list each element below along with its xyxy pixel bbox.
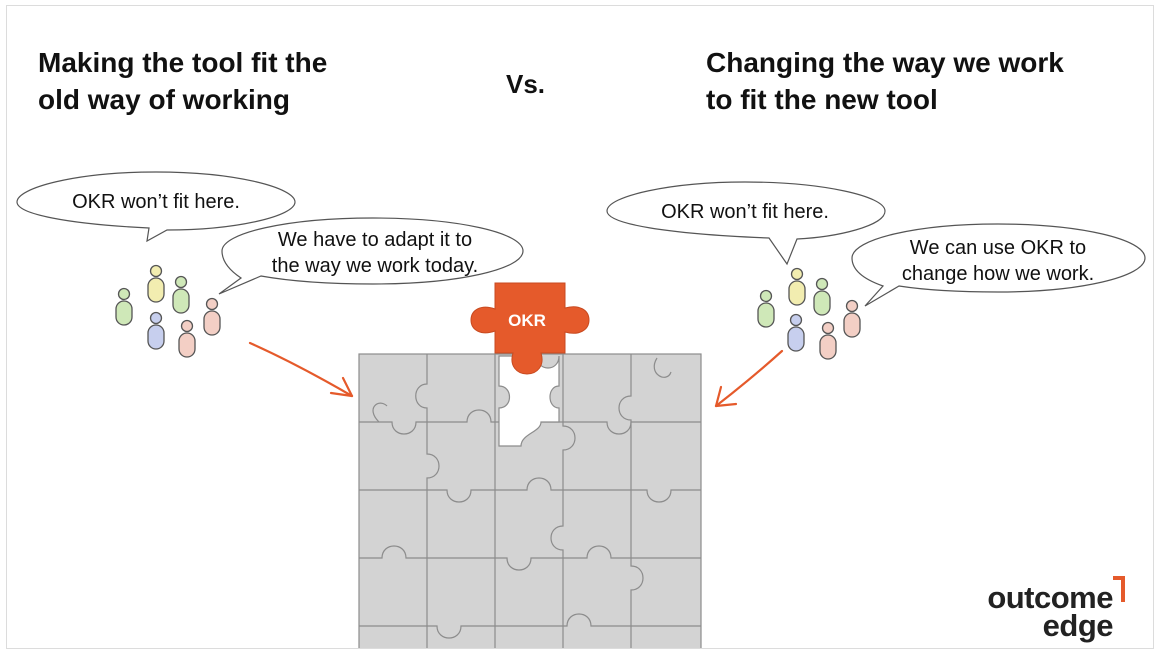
left-people-group (115, 264, 221, 358)
vs-label: Vs. (506, 69, 546, 99)
right-bubble-1: OKR won’t fit here. (606, 181, 886, 266)
okr-puzzle-piece: OKR (470, 282, 590, 375)
outcome-edge-logo: outcome edge (987, 576, 1125, 643)
diagram-art: OKR won’t fit here. We have to adapt it … (16, 171, 1146, 648)
logo-line2: edge (1042, 608, 1114, 643)
left-bubble-2-line1: We have to adapt it to (278, 229, 472, 251)
left-bubble-1-text: OKR won’t fit here. (72, 191, 240, 213)
speech-bubble-icon (16, 171, 296, 243)
left-bubble-2-line2: the way we work today. (272, 255, 478, 277)
right-heading: Changing the way we work to fit the new … (706, 47, 1064, 115)
right-bubble-2-line1: We can use OKR to (910, 237, 1086, 259)
puzzle-slot (498, 355, 560, 447)
speech-bubble-icon (851, 223, 1146, 307)
okr-piece-label: OKR (508, 311, 546, 330)
puzzle-wall (358, 353, 702, 648)
puzzle-icon (470, 282, 590, 375)
right-bubble-2-line2: change how we work. (902, 263, 1094, 285)
slide: Making the tool fit the old way of worki… (6, 5, 1154, 649)
left-bubble-2: We have to adapt it to the way we work t… (218, 217, 524, 295)
speech-bubble-icon (218, 217, 524, 295)
logo-line1: outcome (987, 580, 1113, 615)
puzzle-icon (359, 354, 701, 648)
speech-bubble-icon (606, 181, 886, 266)
left-bubble-1: OKR won’t fit here. (16, 171, 296, 243)
logo-bracket-icon (1113, 576, 1125, 602)
right-bubble-2: We can use OKR to change how we work. (851, 223, 1146, 307)
arrow-icon (714, 349, 784, 408)
right-people-group (757, 267, 861, 360)
arrow-icon (248, 341, 354, 398)
left-heading: Making the tool fit the old way of worki… (38, 47, 328, 115)
right-bubble-1-text: OKR won’t fit here. (661, 201, 829, 223)
